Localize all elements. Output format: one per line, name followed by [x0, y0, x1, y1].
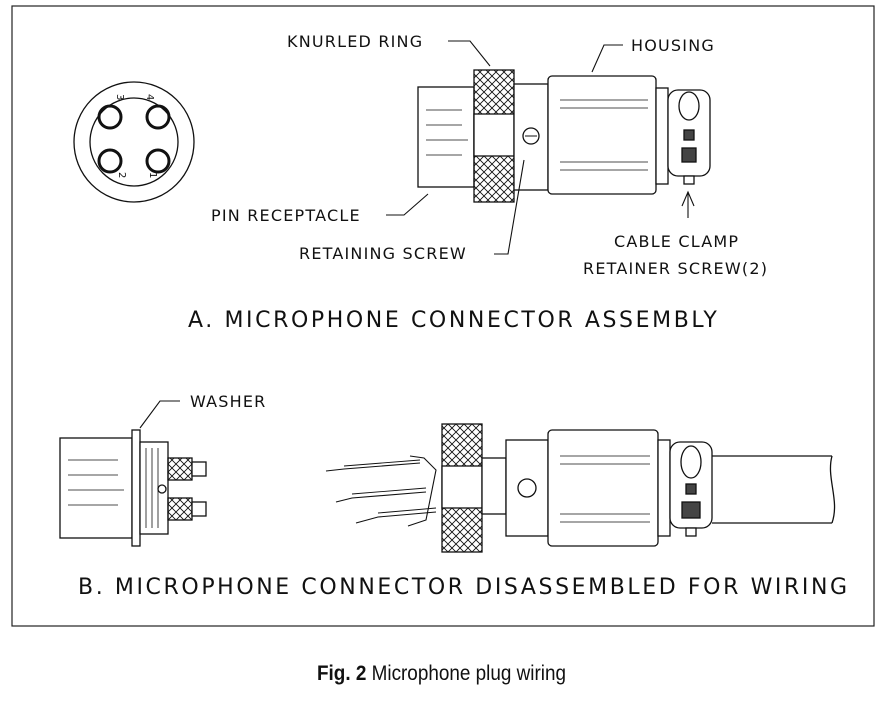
washer-part [131, 429, 141, 547]
label-washer: WASHER [190, 392, 267, 411]
label-retainer-screw: RETAINER SCREW(2) [583, 259, 768, 278]
cable [712, 455, 836, 524]
label-housing: HOUSING [631, 36, 715, 55]
caption-text: Microphone plug wiring [371, 662, 566, 685]
housing-part [547, 75, 657, 195]
label-cable-clamp: CABLE CLAMP [614, 232, 739, 251]
label-pin-receptacle: PIN RECEPTACLE [211, 206, 361, 225]
pin-number-4: 4 [144, 94, 155, 100]
connector-assembled [417, 69, 711, 203]
pin-2 [97, 148, 123, 174]
pin-receptacle-disassembled [59, 429, 207, 547]
label-knurled-ring: KNURLED RING [287, 32, 423, 51]
pin-3 [97, 104, 123, 130]
figure-caption: Fig. 2 Microphone plug wiring [44, 662, 839, 686]
pin-number-3: 3 [114, 94, 125, 100]
wires [325, 455, 437, 527]
figure-frame [11, 5, 875, 627]
pin-1 [145, 148, 171, 174]
pin-4 [145, 104, 171, 130]
leader-washer [139, 400, 180, 429]
caption-figure-number: Fig. 2 [317, 662, 367, 685]
pin-number-1: 1 [147, 172, 158, 178]
pin-face-view: 1 2 3 4 [73, 81, 195, 203]
label-retaining-screw: RETAINING SCREW [299, 244, 467, 263]
pin-number-2: 2 [116, 172, 127, 178]
leaders-a [386, 40, 695, 255]
section-a-title: A. MICROPHONE CONNECTOR ASSEMBLY [188, 308, 719, 333]
connector-disassembled [441, 423, 713, 553]
section-b-title: B. MICROPHONE CONNECTOR DISASSEMBLED FOR… [78, 575, 850, 600]
